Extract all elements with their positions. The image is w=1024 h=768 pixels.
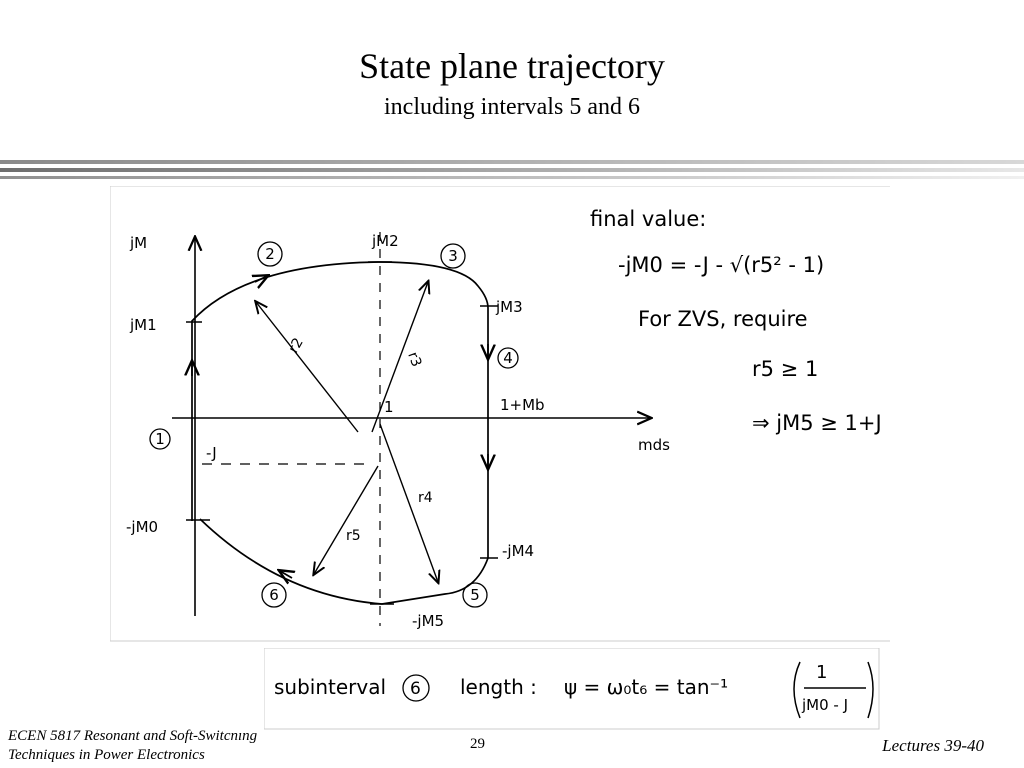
footer-course-line1: ECEN 5817 Resonant and Soft-Switcnıng [8,728,258,744]
interval-label: 3 [448,247,458,265]
figure-frame [110,186,890,642]
slide-title: State plane trajectory [359,46,665,86]
label-r2: r2 [286,335,307,356]
trajectory-curve [191,261,489,605]
interval-circle [149,428,171,450]
label-r3: r3 [404,350,424,369]
interval-label: 6 [269,586,279,604]
slide-subtitle: including intervals 5 and 6 [384,94,640,120]
radius-r4 [379,423,438,582]
label-jm1: jM1 [129,316,157,334]
axis-y-label: jM [129,234,147,252]
label-jm2: jM2 [371,232,399,250]
note-final-equation: -jM0 = -J - √(r5² - 1) [618,253,824,277]
state-plane-figure: 1 2 3 4 5 6 jM mds jM2 jM1 jM3 1+Mb -jM0… [110,186,890,642]
label-minus-jm4: -jM4 [502,542,534,560]
interval-circle [257,241,283,267]
label-jm3: jM3 [495,298,523,316]
equation-mid: length : [460,675,537,699]
label-r4: r4 [418,490,433,506]
label-1-plus-mb: 1+Mb [500,396,545,414]
divider-rule [0,168,1024,172]
equation-frame [264,648,880,730]
equation-rhs: ψ = ω₀t₆ = tan⁻¹ [564,675,728,699]
footer-course-line2: Techniques in Power Electronics [8,747,205,763]
equation-lhs: subinterval [274,675,386,699]
divider-rule [0,176,1024,179]
label-center-one: 1 [384,398,394,416]
note-zvs: For ZVS, require [638,307,808,331]
equation-circled: 6 [410,679,421,699]
note-r5-condition: r5 ≥ 1 [752,357,818,381]
label-minus-j: -J [206,444,217,462]
interval-circle [261,582,287,608]
radius-r2 [256,302,359,433]
flow-arrow [255,276,267,282]
equation-frac-den: jM0 - J [801,696,848,714]
footer-lectures: Lectures 39-40 [882,736,984,755]
interval-circle [462,582,488,608]
note-jm5-condition: ⇒ jM5 ≥ 1+J [752,411,882,435]
paren-left [793,661,801,719]
divider-rule [0,160,1024,164]
radius-r5 [314,465,379,574]
equation-frac-num: 1 [816,662,827,683]
interval-label: 1 [155,430,165,448]
footer-course: ECEN 5817 Resonant and Soft-Switcnıng Te… [8,727,257,765]
interval-label: 5 [470,586,480,604]
interval-label: 2 [265,245,275,263]
axis-x-label: mds [638,436,670,454]
interval-label: 4 [503,349,513,367]
note-final-value: final value: [590,207,706,231]
label-minus-jm5: -jM5 [412,612,444,630]
radius-r3 [371,282,428,433]
interval-circle [497,347,519,369]
equation-circle [402,674,430,702]
label-r5: r5 [346,528,361,544]
label-minus-jm0: -jM0 [126,518,158,536]
interval-circle [440,243,466,269]
paren-right [867,661,874,719]
equation-figure: subinterval 6 length : ψ = ω₀t₆ = tan⁻¹ … [264,648,880,730]
page-number: 29 [470,736,485,752]
flow-arrow [280,571,292,578]
